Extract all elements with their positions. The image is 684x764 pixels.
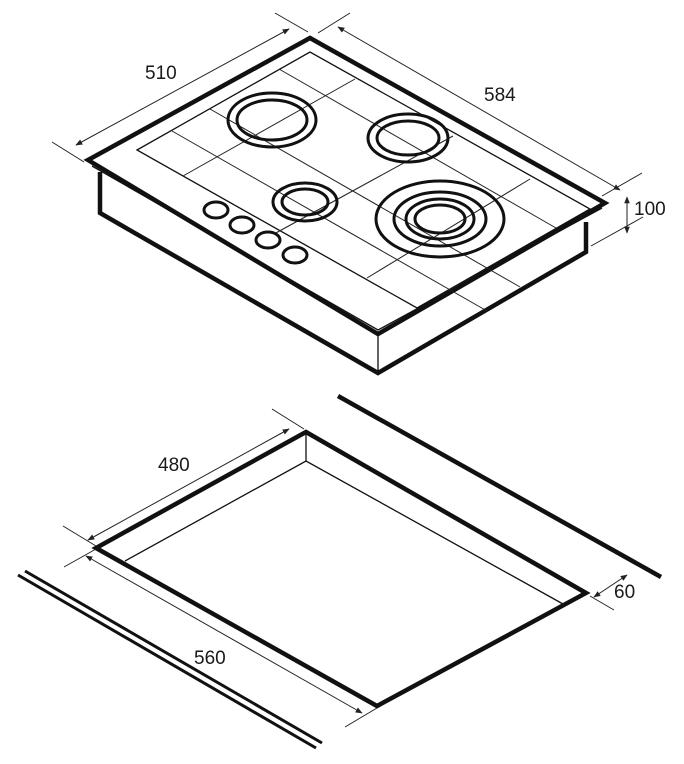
- dim-height-label: 100: [634, 199, 666, 220]
- hob-plate-edge: [91, 165, 603, 331]
- hob-inner-frame: [135, 51, 592, 309]
- dimension-width: 584: [317, 12, 643, 197]
- cutout-drawing: 480 560 60: [17, 394, 663, 750]
- knob-1: [202, 200, 230, 220]
- burner-front-left: [271, 181, 339, 223]
- hob-drawing: 510 584 100: [51, 12, 666, 376]
- dim-cutout-depth-label: 480: [158, 455, 190, 476]
- dim-depth-label: 510: [145, 63, 177, 84]
- dimension-clearance: 60: [589, 574, 635, 611]
- cutout-inner-edge: [124, 460, 564, 605]
- control-knobs: [202, 200, 309, 265]
- dim-clearance-label: 60: [614, 582, 635, 603]
- hob-body: [97, 172, 589, 376]
- front-edge-line-2: [24, 569, 323, 745]
- burner-rear-right: [366, 112, 450, 164]
- knob-4: [281, 245, 309, 265]
- dimension-cutout-width: 560: [63, 548, 378, 728]
- dim-cutout-width-label: 560: [194, 648, 226, 669]
- burner-front-right-wok: [374, 179, 506, 259]
- dimension-depth: 510: [51, 12, 309, 163]
- rear-wall-line: [336, 394, 663, 579]
- burner-rear-left: [226, 91, 318, 149]
- knob-3: [254, 230, 282, 250]
- dimension-height: 100: [590, 196, 666, 247]
- dimension-cutout-depth: 480: [62, 408, 305, 547]
- dim-width-label: 584: [484, 85, 516, 106]
- knob-2: [228, 215, 256, 235]
